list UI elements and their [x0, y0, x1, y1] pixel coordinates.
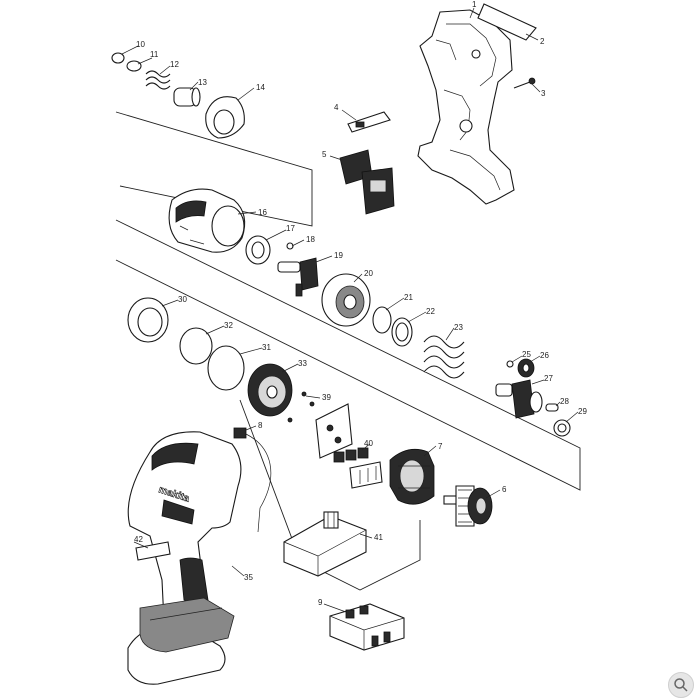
part-sleeve-13[interactable] [173, 87, 201, 107]
part-spring-12[interactable] [145, 70, 171, 90]
callout-12: 12 [170, 60, 179, 69]
part-ring-21[interactable] [372, 306, 392, 334]
part-pin-28[interactable] [545, 403, 559, 412]
part-wire-8[interactable] [233, 427, 272, 533]
callout-7: 7 [438, 442, 443, 451]
callout-25: 25 [522, 350, 531, 359]
callout-6: 6 [502, 485, 507, 494]
callout-39: 39 [322, 393, 331, 402]
callout-3: 3 [541, 89, 546, 98]
part-controller-41[interactable] [283, 511, 367, 577]
callout-41: 41 [374, 533, 383, 542]
callout-8: 8 [258, 421, 263, 430]
callout-35: 35 [244, 573, 253, 582]
part-screws-39[interactable] [287, 391, 315, 423]
callout-30: 30 [178, 295, 187, 304]
part-terminals-40[interactable] [333, 447, 383, 489]
callout-19: 19 [334, 251, 343, 260]
part-hammer-20[interactable] [321, 273, 371, 327]
part-ball-18[interactable] [286, 242, 294, 250]
callout-14: 14 [256, 83, 265, 92]
callout-27: 27 [544, 374, 553, 383]
callout-33: 33 [298, 359, 307, 368]
part-ring-11[interactable] [126, 60, 142, 72]
part-ball-25[interactable] [506, 360, 514, 368]
leader-lines [121, 7, 579, 613]
callout-40: 40 [364, 439, 373, 448]
part-fan-33[interactable] [247, 363, 293, 417]
zoom-button[interactable] [668, 672, 694, 698]
part-stator-7[interactable] [389, 448, 435, 505]
callout-31: 31 [262, 343, 271, 352]
part-hammer-case-16[interactable] [168, 188, 246, 253]
callout-4: 4 [334, 103, 339, 112]
part-bracket-39[interactable] [315, 403, 353, 459]
part-spindle-19[interactable] [277, 257, 319, 297]
callout-18: 18 [306, 235, 315, 244]
callout-42: 42 [134, 535, 143, 544]
callout-21: 21 [404, 293, 413, 302]
part-rotor-6[interactable] [443, 485, 493, 527]
part-switch-5[interactable] [339, 149, 395, 215]
part-washer-29[interactable] [553, 419, 571, 437]
callout-9: 9 [318, 598, 323, 607]
part-housing-half[interactable] [417, 9, 515, 205]
part-collar-14[interactable] [205, 96, 245, 139]
part-lever-4[interactable] [347, 111, 391, 133]
callout-16: 16 [258, 208, 267, 217]
part-ring-10[interactable] [111, 52, 125, 64]
callout-11: 11 [150, 50, 159, 59]
callout-17: 17 [286, 224, 295, 233]
callout-1: 1 [472, 0, 477, 9]
part-bearing-26[interactable] [517, 358, 535, 378]
group-box-middle [115, 219, 581, 491]
part-spring-23[interactable] [423, 335, 465, 379]
callout-2: 2 [540, 37, 545, 46]
callout-numbers: 1 2 3 4 5 6 7 8 9 10 11 12 13 14 16 17 1… [134, 0, 587, 607]
part-tool-housing-35[interactable]: makita [127, 431, 242, 685]
part-washer-22[interactable] [391, 317, 413, 347]
callout-10: 10 [136, 40, 145, 49]
callout-32: 32 [224, 321, 233, 330]
part-ring-31[interactable] [207, 345, 245, 391]
callout-5: 5 [322, 150, 327, 159]
callout-22: 22 [426, 307, 435, 316]
zoom-icon [674, 678, 688, 692]
callout-23: 23 [454, 323, 463, 332]
part-anvil-27[interactable] [495, 379, 543, 419]
callout-20: 20 [364, 269, 373, 278]
callout-28: 28 [560, 397, 569, 406]
callout-13: 13 [198, 78, 207, 87]
part-screw-3[interactable] [513, 77, 536, 89]
part-gear-ring-30[interactable] [127, 297, 169, 343]
callout-29: 29 [578, 407, 587, 416]
part-terminal-9[interactable] [329, 603, 405, 651]
part-o-ring-32[interactable] [179, 327, 213, 365]
part-washer-17[interactable] [245, 235, 271, 265]
part-nameplate[interactable] [477, 3, 537, 41]
callout-26: 26 [540, 351, 549, 360]
group-box-lower [239, 399, 421, 591]
